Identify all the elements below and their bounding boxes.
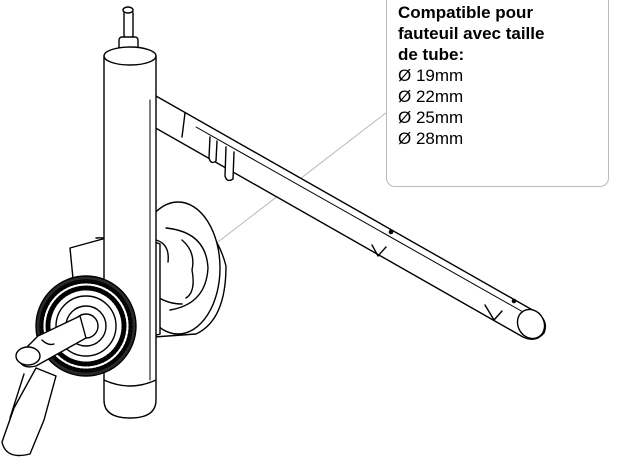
compatibility-callout: Compatible pour fauteuil avec taille de … xyxy=(386,0,609,187)
tube-size-item: Ø 25mm xyxy=(398,108,464,127)
horizontal-arm xyxy=(135,95,547,340)
tube-size-item: Ø 28mm xyxy=(398,129,464,148)
callout-title: Compatible pour fauteuil avec taille de … xyxy=(398,3,545,64)
tube-size-item: Ø 19mm xyxy=(398,66,464,85)
tube-size-list: Ø 19mm Ø 22mm Ø 25mm Ø 28mm xyxy=(398,65,608,149)
knurled-wheel xyxy=(35,275,137,377)
tube-size-item: Ø 22mm xyxy=(398,87,464,106)
callout-leader-line xyxy=(217,111,388,243)
lever-handle xyxy=(1,315,87,457)
